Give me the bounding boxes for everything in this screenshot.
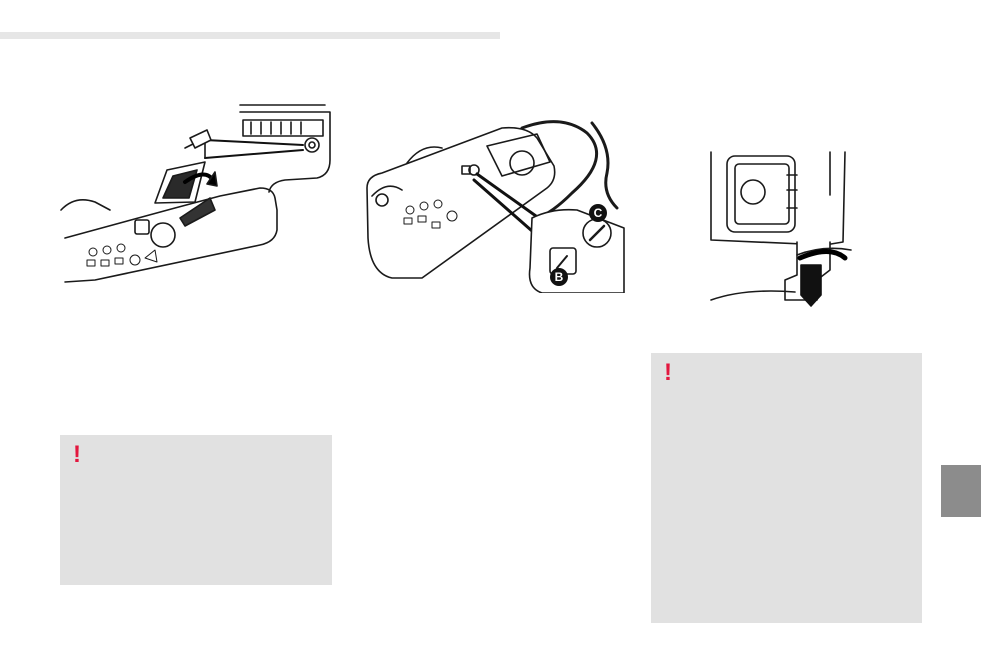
warning-box-1: ! [60, 435, 332, 585]
valve-connection-illustration [705, 150, 855, 310]
chapter-side-tab [941, 465, 981, 517]
compressor-switches-illustration: C B [362, 118, 630, 293]
exclamation-icon: ! [664, 359, 672, 386]
exclamation-icon: ! [73, 441, 81, 468]
top-rule [0, 32, 500, 39]
callout-b: B [550, 268, 568, 286]
warning-box-2: ! [651, 353, 922, 623]
compressor-cable-storage-illustration [55, 100, 335, 290]
callout-c: C [589, 204, 607, 222]
